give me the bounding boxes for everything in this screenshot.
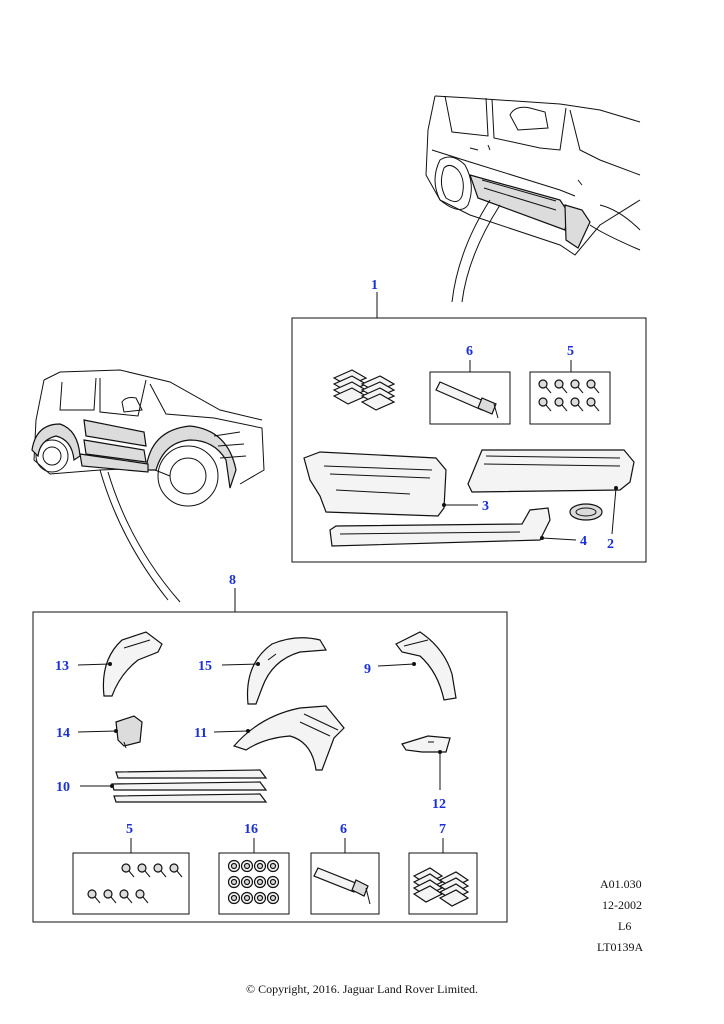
callout-3: 3 [482,499,489,514]
touch-up-pen-kit1 [435,381,499,419]
callout-10: 10 [56,780,70,795]
callout-16: 16 [244,822,258,837]
callout-4: 4 [580,534,587,549]
wheel-arch-part-13 [102,631,163,697]
sill-strip-part-4 [329,507,551,547]
touch-up-pen-kit8 [313,867,371,905]
callout-11: 11 [194,726,207,741]
instruction-sheets-kit1 [332,369,396,411]
callout-2: 2 [607,537,614,552]
callout-9: 9 [364,662,371,677]
screws-box-kit8 [72,852,190,915]
screws-kit8 [87,863,183,904]
callout-7: 7 [439,822,446,837]
badge-emblem [569,503,603,521]
reference-code: A01.030 [600,877,642,891]
reference-date: 12-2002 [602,898,642,912]
callout-5-kit1: 5 [567,344,574,359]
reference-level: L6 [618,919,632,933]
vehicle-rear-view [425,95,641,303]
nuts-kit8 [227,859,280,905]
clip-part-14 [115,715,143,749]
wheel-arch-part-9 [395,631,457,701]
kit-box-8 [32,611,508,923]
door-moulding-part-2 [467,449,635,493]
wheel-arch-part-15 [246,637,328,705]
vehicle-front-view [31,369,265,603]
copyright-notice: © Copyright, 2016. Jaguar Land Rover Lim… [245,982,479,996]
bracket-part-12 [401,735,451,753]
callout-12: 12 [432,797,446,812]
illustration-number: LT0139A [597,940,644,954]
strip-part-10 [111,769,268,803]
callout-6-kit8: 6 [340,822,347,837]
callout-15: 15 [198,659,212,674]
screws-kit1 [538,379,600,412]
callout-6-kit1: 6 [466,344,473,359]
door-moulding-part-3 [303,451,447,517]
callout-13: 13 [55,659,69,674]
screws-box-kit1 [529,371,611,425]
instruction-sheets-kit8 [412,867,470,907]
callout-14: 14 [56,726,70,741]
wheel-arch-part-11 [232,705,345,771]
callout-1: 1 [371,278,378,293]
callout-8: 8 [229,573,236,588]
kit-box-1 [291,317,647,563]
callout-5-kit8: 5 [126,822,133,837]
